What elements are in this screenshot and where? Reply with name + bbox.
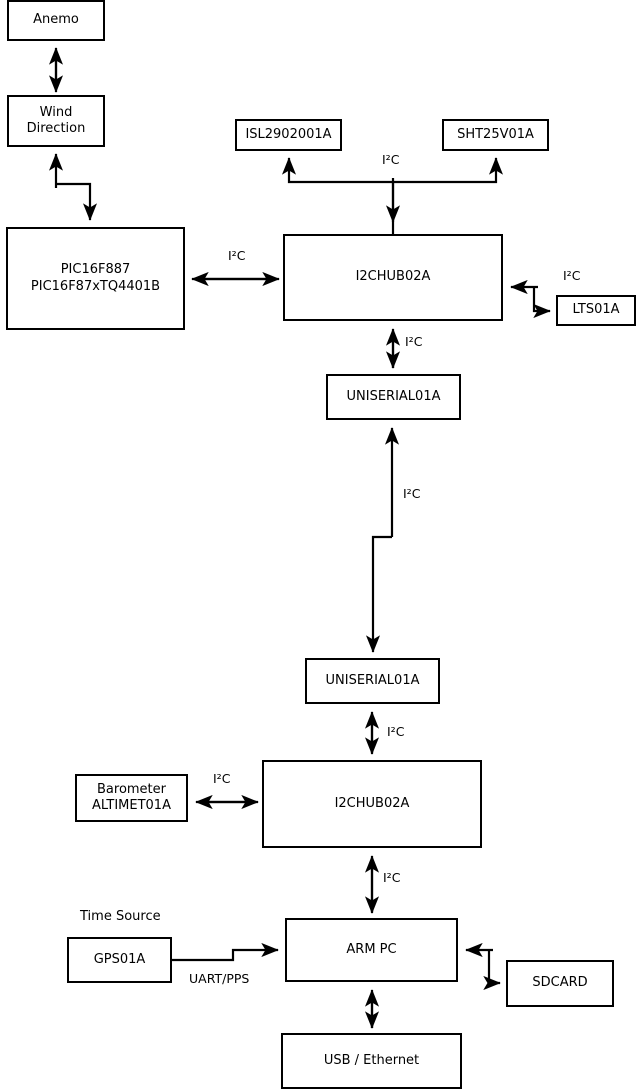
node-pic16f887-label: PIC16F887 PIC16F87xTQ4401B: [30, 262, 161, 294]
label-time-source: Time Source: [80, 909, 161, 924]
node-uniserial01a-top-label: UNISERIAL01A: [346, 388, 441, 404]
node-i2chub02a-bottom-label: I2CHUB02A: [334, 795, 410, 811]
edge-label-i2c-top-sensors: I²C: [382, 152, 400, 167]
edge-label-i2c-hub-armpc: I²C: [383, 870, 401, 885]
node-anemo-label: Anemo: [33, 12, 79, 28]
edge-label-i2c-hub-lts: I²C: [563, 268, 581, 283]
node-uniserial01a-top[interactable]: UNISERIAL01A: [326, 374, 461, 420]
node-barometer-altimet01a-label: Barometer ALTIMET01A: [92, 781, 171, 813]
edge-hubtop-sensors: [281, 157, 504, 234]
edge-label-i2c-barometer: I²C: [213, 771, 231, 786]
edge-armpc-sdcard: [465, 942, 501, 991]
node-lts01a[interactable]: LTS01A: [556, 295, 636, 326]
node-sht25v01a[interactable]: SHT25V01A: [442, 119, 549, 151]
node-sdcard-label: SDCARD: [532, 975, 588, 991]
edge-label-i2c-hub-uniserial: I²C: [405, 334, 423, 349]
node-uniserial01a-bottom[interactable]: UNISERIAL01A: [305, 658, 440, 704]
node-anemo[interactable]: Anemo: [7, 0, 105, 41]
node-wind-direction[interactable]: Wind Direction: [7, 95, 105, 147]
node-lts01a-label: LTS01A: [572, 302, 620, 318]
node-arm-pc-label: ARM PC: [346, 941, 397, 957]
node-wind-direction-label: Wind Direction: [26, 104, 86, 136]
node-usb-ethernet-label: USB / Ethernet: [323, 1052, 420, 1068]
node-uniserial01a-bottom-label: UNISERIAL01A: [325, 672, 420, 688]
edge-hubtop-lts: [510, 279, 551, 319]
node-arm-pc[interactable]: ARM PC: [285, 918, 458, 982]
edge-label-i2c-uniserial-hub: I²C: [387, 724, 405, 739]
node-pic16f887[interactable]: PIC16F887 PIC16F87xTQ4401B: [6, 227, 185, 330]
edge-label-i2c-long-link: I²C: [403, 486, 421, 501]
node-usb-ethernet[interactable]: USB / Ethernet: [281, 1033, 462, 1089]
node-isl2902001a-label: ISL2902001A: [245, 126, 332, 142]
node-barometer-altimet01a[interactable]: Barometer ALTIMET01A: [75, 774, 188, 822]
edge-label-i2c-pic-hub: I²C: [228, 248, 246, 263]
node-isl2902001a[interactable]: ISL2902001A: [235, 119, 342, 151]
node-sdcard[interactable]: SDCARD: [506, 960, 614, 1007]
node-sht25v01a-label: SHT25V01A: [457, 126, 534, 142]
node-i2chub02a-bottom[interactable]: I2CHUB02A: [262, 760, 482, 848]
node-i2chub02a-top-label: I2CHUB02A: [355, 269, 431, 285]
edge-gps-armpc: [172, 942, 279, 962]
edge-uniserial-long-link: [365, 427, 400, 653]
node-gps01a[interactable]: GPS01A: [67, 937, 172, 983]
edge-winddirection-pic: [48, 153, 98, 221]
node-gps01a-label: GPS01A: [93, 951, 146, 967]
edge-label-uart-pps: UART/PPS: [189, 971, 250, 986]
node-i2chub02a-top[interactable]: I2CHUB02A: [283, 234, 503, 321]
